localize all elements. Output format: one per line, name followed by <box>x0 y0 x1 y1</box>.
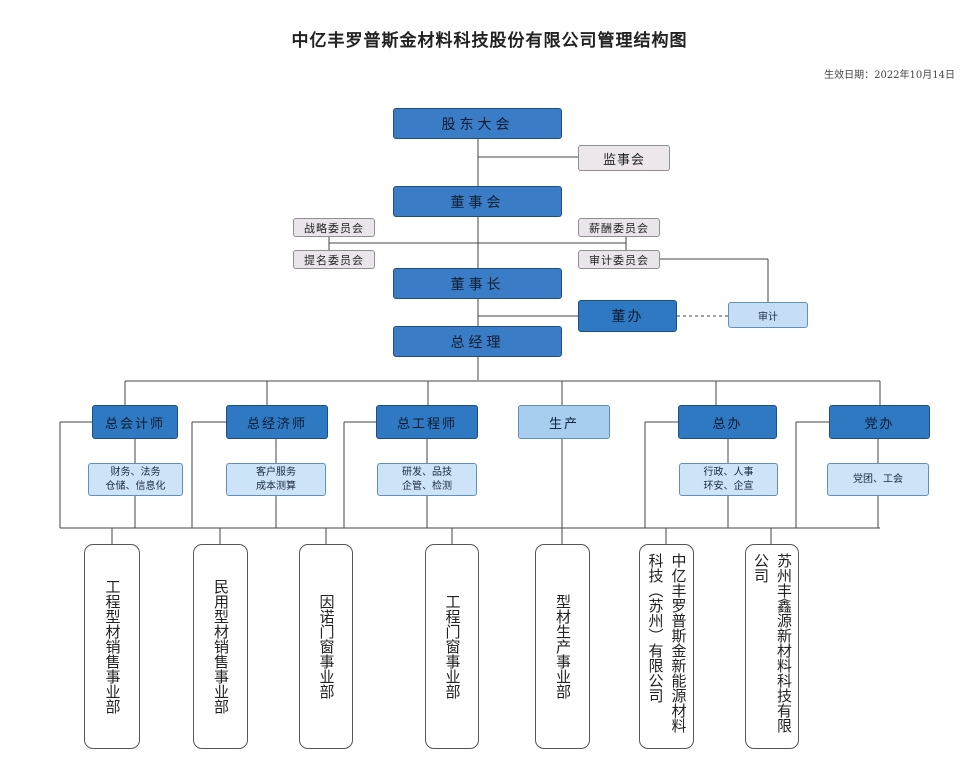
node-strategy-committee: 战略委员会 <box>293 218 375 237</box>
unit-civil-profile-sales: 民用型材销售事业部 <box>193 544 248 749</box>
node-chief-engineer: 总工程师 <box>376 405 478 439</box>
duty-text: 客户服务 <box>256 466 296 478</box>
duty-text: 环安、企宣 <box>703 480 754 492</box>
node-chairman: 董事长 <box>393 268 562 299</box>
effective-date: 生效日期：2022年10月14日 <box>824 70 955 81</box>
node-nomination-committee: 提名委员会 <box>293 250 375 269</box>
node-party-office: 党办 <box>829 405 930 439</box>
unit-new-energy-materials-company: 中亿丰罗普斯金新能源材料科技（苏州）有限公司 <box>639 544 694 749</box>
node-audit: 审计 <box>728 302 808 328</box>
node-general-manager: 总经理 <box>393 326 562 357</box>
duty-text: 研发、品技 <box>402 466 452 478</box>
node-board-office: 董办 <box>578 300 677 332</box>
duty-text: 财务、法务 <box>110 466 161 478</box>
node-audit-committee: 审计委员会 <box>578 250 660 269</box>
duties-chief-accountant: 财务、法务 仓储、信息化 <box>88 463 183 496</box>
node-shareholders: 股东大会 <box>393 108 562 139</box>
duties-general-office: 行政、人事 环安、企宣 <box>679 463 778 496</box>
unit-engineering-windows: 工程门窗事业部 <box>425 544 479 749</box>
duties-chief-economist: 客户服务 成本测算 <box>226 463 326 496</box>
duty-text: 企管、检测 <box>402 480 452 492</box>
unit-profile-production: 型材生产事业部 <box>535 544 590 749</box>
duty-text: 党团、工会 <box>853 473 903 485</box>
unit-fengxinyuan-company: 苏州丰鑫源新材料科技有限公司 <box>745 544 799 749</box>
node-compensation-committee: 薪酬委员会 <box>578 218 660 237</box>
node-supervisors: 监事会 <box>578 145 670 171</box>
duties-party-office: 党团、工会 <box>827 463 929 496</box>
duties-chief-engineer: 研发、品技 企管、检测 <box>377 463 477 496</box>
page-title: 中亿丰罗普斯金材料科技股份有限公司管理结构图 <box>291 31 688 51</box>
node-chief-economist: 总经济师 <box>226 405 328 439</box>
duty-text: 行政、人事 <box>703 466 754 478</box>
duty-text: 成本测算 <box>256 480 296 492</box>
unit-engineering-profile-sales: 工程型材销售事业部 <box>84 544 140 749</box>
node-production: 生产 <box>518 405 610 439</box>
duty-text: 仓储、信息化 <box>105 480 166 492</box>
unit-inno-windows: 因诺门窗事业部 <box>299 544 353 749</box>
node-chief-accountant: 总会计师 <box>92 405 178 439</box>
node-general-office: 总办 <box>678 405 777 439</box>
node-board: 董事会 <box>393 186 562 217</box>
